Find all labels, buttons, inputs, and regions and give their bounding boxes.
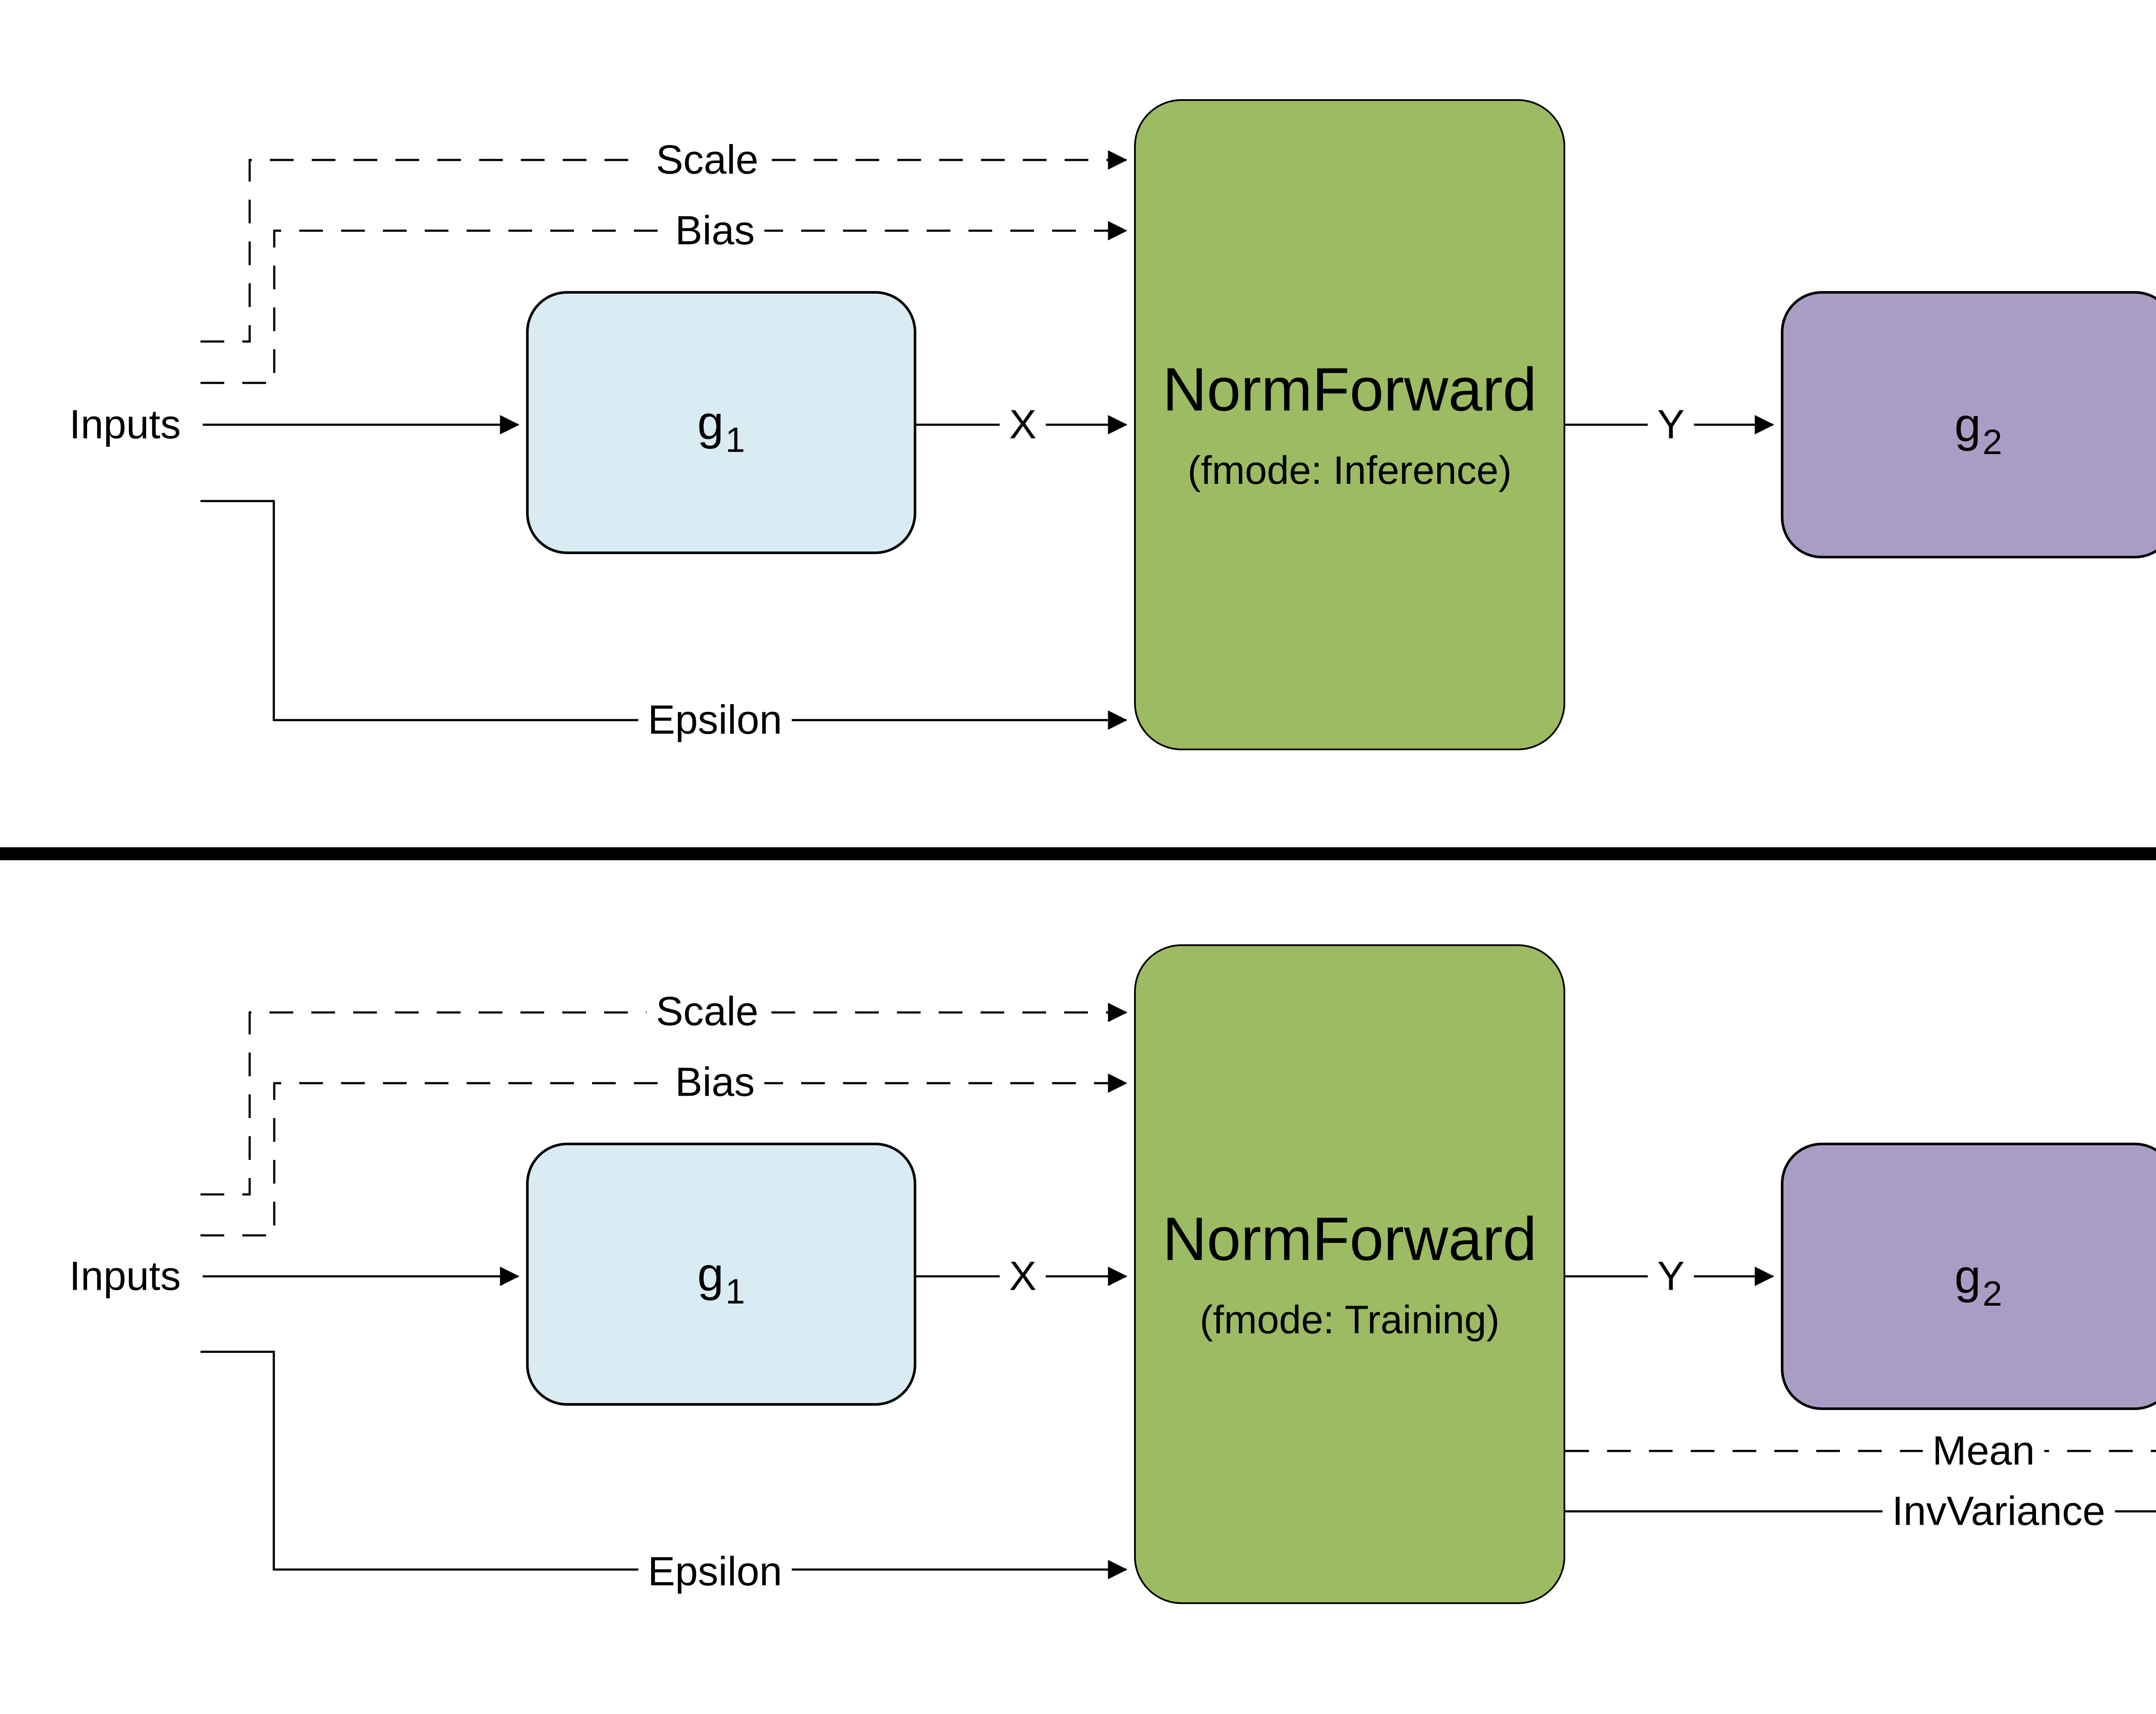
g1-subscript: 1 [725,1272,745,1311]
inputs-label: Inputs [60,401,191,448]
g2-label: g2 [1954,1250,2002,1313]
scale-connector-line [201,150,1128,343]
bias-connector-label: Bias [665,1059,765,1106]
g2-box: g2 [1781,291,2156,558]
g2-box: g2 [1781,1143,2156,1410]
g2-label: g2 [1954,398,2002,462]
x-label: X [1000,401,1046,448]
norm-forward-title: NormForward [1163,1205,1537,1273]
g1-subscript: 1 [725,420,745,460]
bias-connector-label: Bias [665,207,765,254]
g1-label: g1 [697,396,745,460]
epsilon-connector-label: Epsilon [638,1548,792,1595]
norm-forward-box: NormForward (fmode: Training) [1134,944,1565,1604]
mean-output-label: Mean [1923,1427,2044,1475]
section-divider [0,847,2156,860]
inputs-label: Inputs [60,1253,191,1300]
epsilon-connector-label: Epsilon [638,696,792,744]
scale-connector-label: Scale [646,988,768,1035]
norm-forward-subtitle: (fmode: Inference) [1188,448,1512,492]
g1-box: g1 [526,1143,916,1406]
g1-box: g1 [526,291,916,554]
y-label: Y [1648,401,1694,448]
norm-forward-title: NormForward [1163,355,1537,424]
g2-subscript: 2 [1982,1274,2002,1313]
g2-subscript: 2 [1982,422,2002,462]
norm-forward-subtitle: (fmode: Training) [1200,1298,1500,1342]
invvariance-output-label: InvVariance [1882,1488,2115,1535]
y-label: Y [1648,1253,1694,1300]
inference-diagram: g1 NormForward (fmode: Inference) g2 Inp… [0,0,2156,852]
scale-connector-label: Scale [646,136,768,184]
g1-label: g1 [697,1247,745,1311]
norm-forward-box: NormForward (fmode: Inference) [1134,99,1565,750]
x-label: X [1000,1253,1046,1300]
training-diagram: g1 NormForward (fmode: Training) g2 Inpu… [0,852,2156,1714]
